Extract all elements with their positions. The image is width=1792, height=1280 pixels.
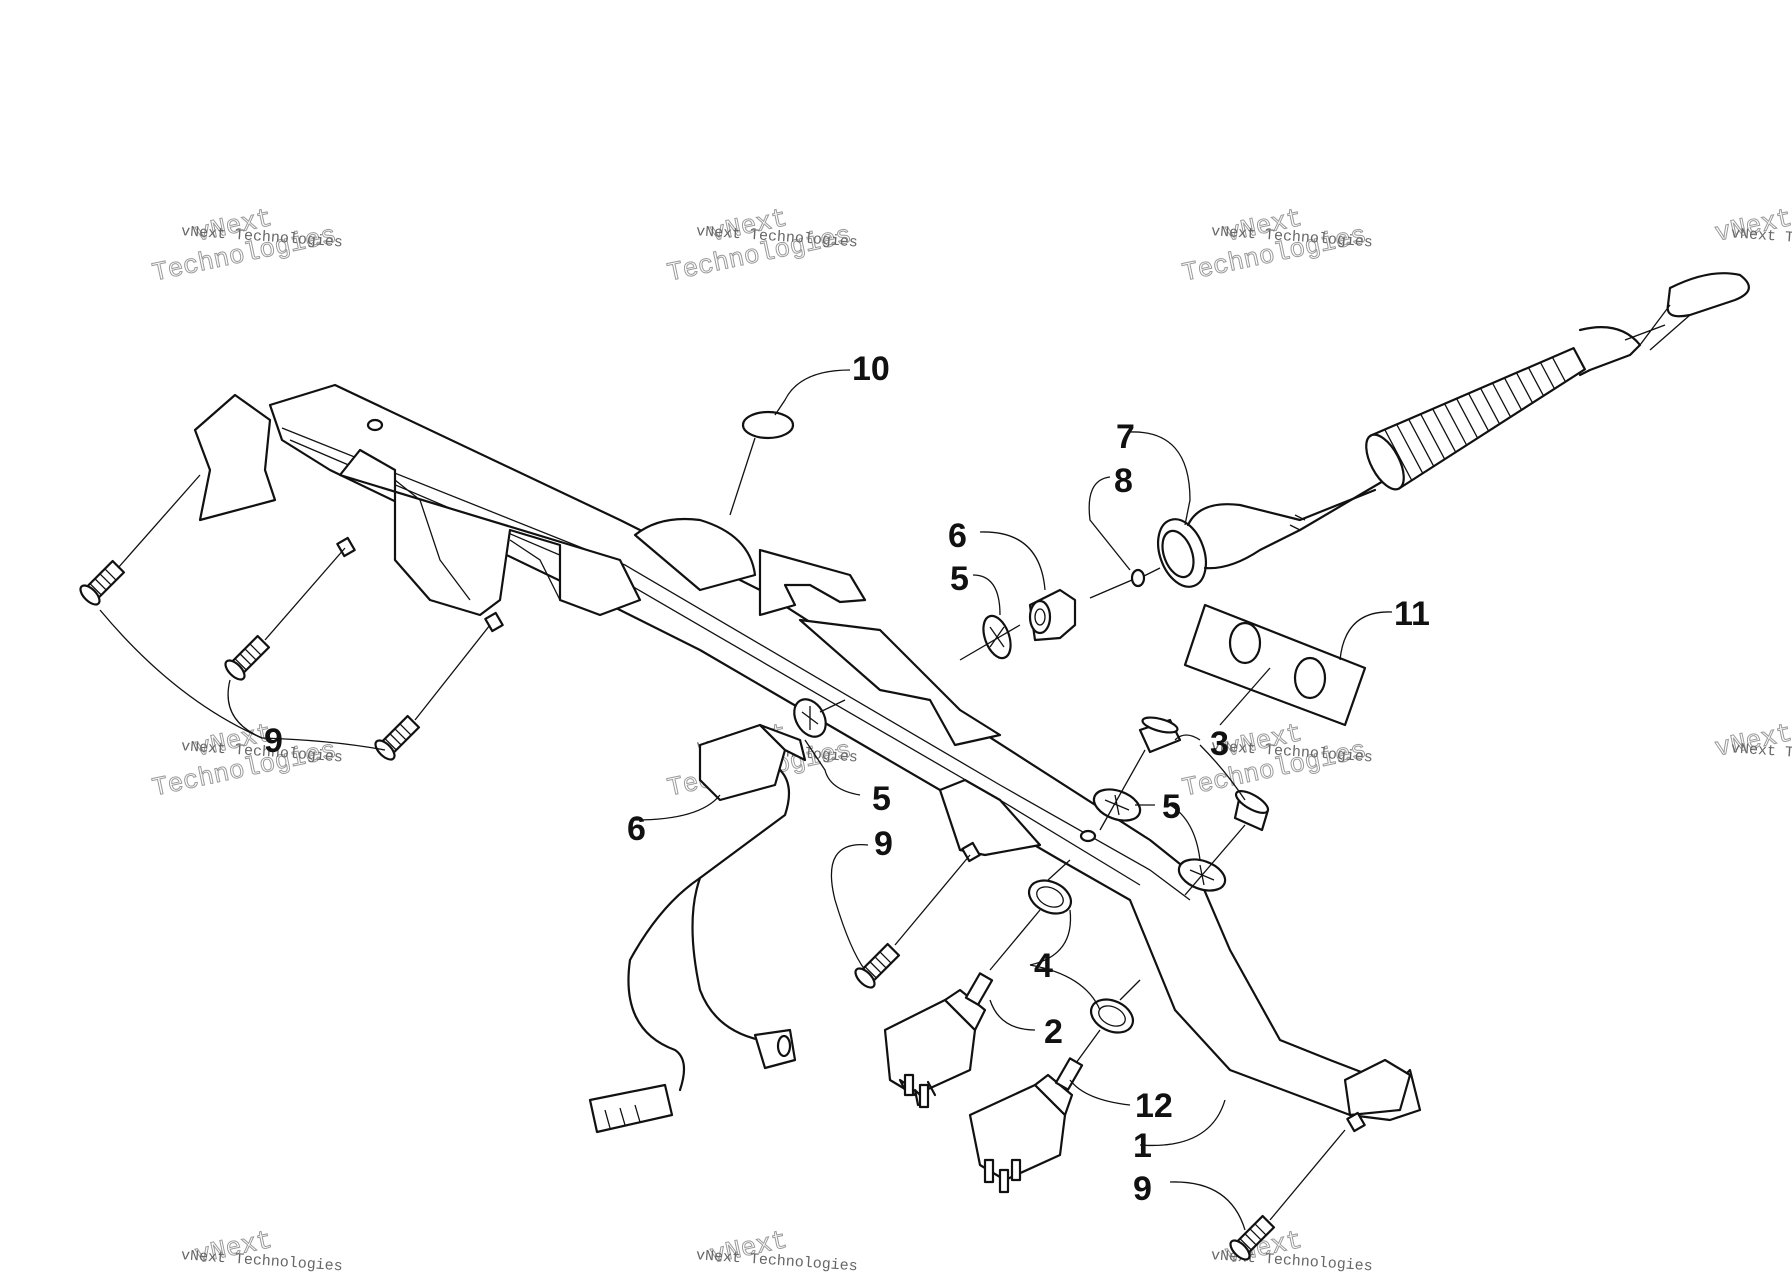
plate-11 xyxy=(1183,603,1367,727)
watermark-tagline: vNext Technologies xyxy=(1730,225,1792,253)
nut-3-b xyxy=(1233,790,1270,832)
callout-9-bottom: 9 xyxy=(1133,1170,1152,1208)
coil-spring xyxy=(1365,347,1586,491)
watermark-1: vNext Technologies vNext Technologies xyxy=(149,203,343,289)
ring-4-b xyxy=(1089,998,1135,1034)
watermark-4: vNext vNext Technologies xyxy=(1712,203,1792,254)
callout-12: 12 xyxy=(1135,1087,1173,1125)
callout-1: 1 xyxy=(1133,1127,1152,1165)
screw-9-c xyxy=(374,714,421,761)
beam-hole-right xyxy=(1079,829,1097,843)
callout-5-left: 5 xyxy=(872,780,891,818)
tether-cord xyxy=(1186,272,1750,570)
callout-2: 2 xyxy=(1044,1013,1063,1051)
screw-9-e xyxy=(1229,1214,1276,1261)
watermark-10: vNext vNext Technologies xyxy=(695,1225,858,1276)
callout-6-left: 6 xyxy=(627,810,646,848)
watermark-9: vNext vNext Technologies xyxy=(180,1225,343,1276)
screw-9-d xyxy=(854,942,901,989)
screw-8 xyxy=(1130,567,1161,588)
callout-4: 4 xyxy=(1034,947,1053,985)
grommet-6-upper xyxy=(1028,588,1077,642)
callouts: 10 7 8 6 5 11 3 5 9 5 6 9 4 2 12 1 9 xyxy=(264,350,1430,1208)
washer-5-upper xyxy=(982,614,1012,660)
cap-10 xyxy=(741,410,795,440)
toggle-switch-12 xyxy=(968,1057,1084,1194)
ring-4-a xyxy=(1027,879,1073,915)
callout-5-upper: 5 xyxy=(950,560,969,598)
callout-10: 10 xyxy=(852,350,890,388)
callout-7: 7 xyxy=(1116,418,1135,456)
callout-9-left: 9 xyxy=(264,722,283,760)
harness-wires xyxy=(588,768,797,1134)
toggle-switch-2 xyxy=(883,972,994,1109)
beam-hole-left xyxy=(366,418,384,432)
callout-11: 11 xyxy=(1394,595,1430,633)
callout-9-mid: 9 xyxy=(874,825,893,863)
console-housing xyxy=(193,383,1422,1133)
harness-switch xyxy=(698,698,846,802)
tether-receptacle-7 xyxy=(1157,518,1207,588)
watermark-tagline: vNext Technologies xyxy=(1730,740,1792,768)
nut-3-a xyxy=(1138,716,1182,754)
watermark-3: vNext Technologies vNext Technologies xyxy=(1179,203,1373,289)
watermark-2: vNext Technologies vNext Technologies xyxy=(664,203,858,289)
watermark-8: vNext vNext Technologies xyxy=(1712,718,1792,769)
watermark-7: vNext Technologies vNext Technologies xyxy=(1179,718,1373,804)
callout-3: 3 xyxy=(1210,725,1229,763)
callout-6-upper: 6 xyxy=(948,517,967,555)
leader-lines xyxy=(99,369,1393,1231)
callout-5-right: 5 xyxy=(1162,788,1181,826)
callout-8: 8 xyxy=(1114,462,1133,500)
screw-9-b xyxy=(224,634,271,681)
